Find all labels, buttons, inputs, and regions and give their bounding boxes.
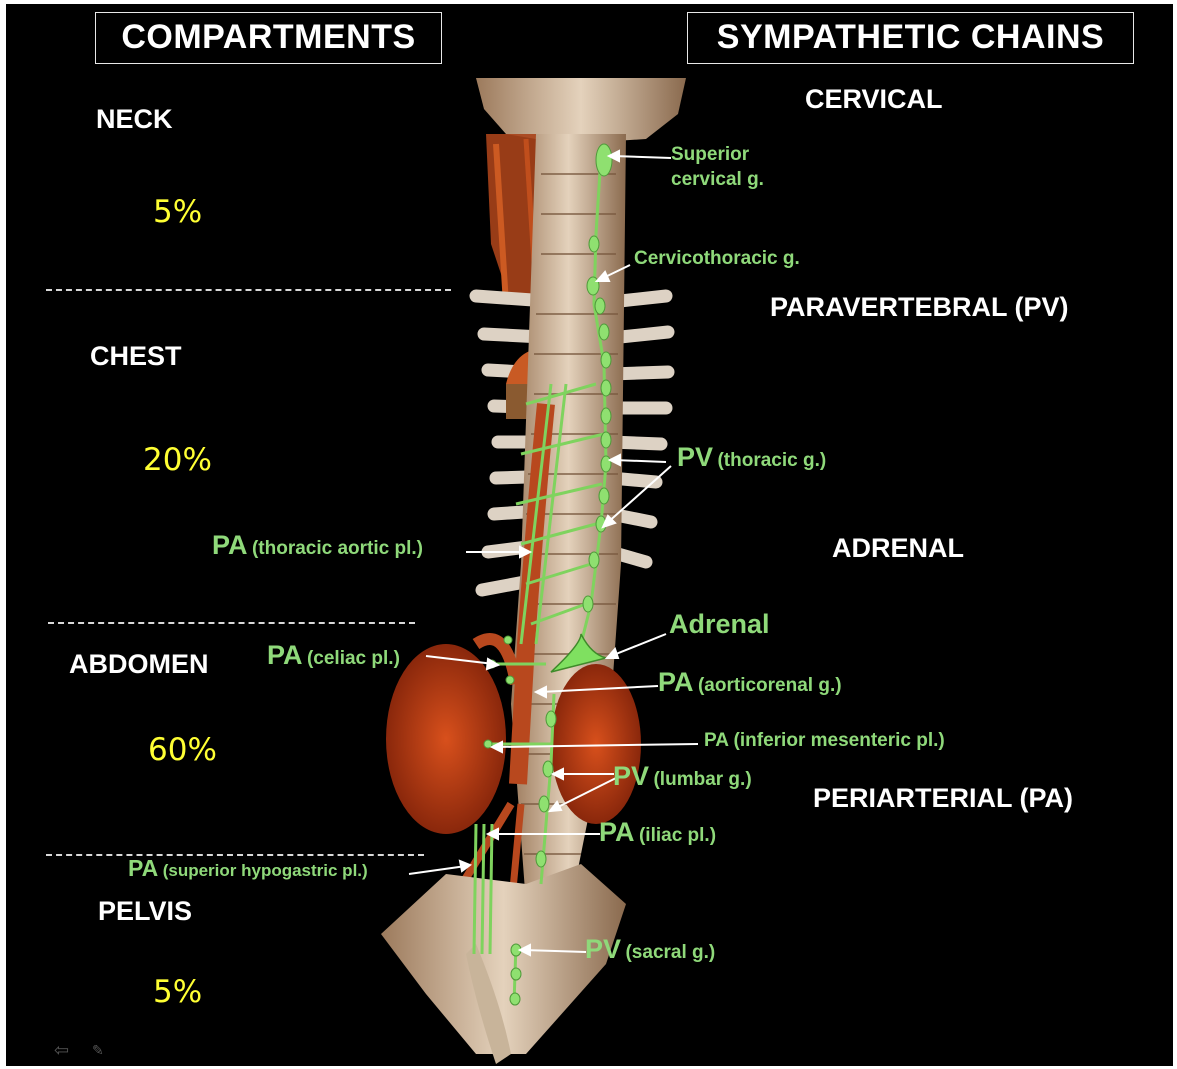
- chain-paravertebral: PARAVERTEBRAL (PV): [770, 292, 1069, 323]
- percent-abdomen: 60%: [148, 732, 217, 768]
- label-pa-celiac-pl: PA (celiac pl.): [267, 640, 400, 671]
- pen-icon[interactable]: ✎: [92, 1042, 104, 1059]
- compartment-neck: NECK: [96, 104, 173, 135]
- compartment-abdomen: ABDOMEN: [69, 649, 209, 680]
- label-pa-inferior-mesenteric-pl: PA (inferior mesenteric pl.): [704, 730, 945, 752]
- compartment-chest: CHEST: [90, 341, 182, 372]
- label-cervicothoracic-g: Cervicothoracic g.: [634, 248, 800, 270]
- divider-chest-abdomen: [48, 622, 415, 624]
- compartment-pelvis: PELVIS: [98, 896, 192, 927]
- label-pa-superior-hypogastric-pl: PA (superior hypogastric pl.): [128, 855, 368, 882]
- back-arrow-icon[interactable]: ⇦: [54, 1040, 69, 1061]
- label-pv-sacral-g: PV (sacral g.): [585, 934, 715, 965]
- divider-neck-chest: [46, 289, 451, 291]
- compartments-header: COMPARTMENTS: [95, 12, 442, 64]
- label-pa-thoracic-aortic-pl: PA (thoracic aortic pl.): [212, 530, 423, 561]
- label-superior-cervical-g: Superior cervical g.: [671, 142, 764, 192]
- chain-cervical: CERVICAL: [805, 84, 943, 115]
- percent-pelvis: 5%: [153, 974, 202, 1010]
- label-pa-iliac-pl: PA (iliac pl.): [599, 817, 716, 848]
- label-pv-lumbar-g: PV (lumbar g.): [613, 761, 752, 792]
- chain-periarterial: PERIARTERIAL (PA): [813, 783, 1073, 814]
- slide: COMPARTMENTS SYMPATHETIC CHAINS NECK 5% …: [6, 4, 1173, 1066]
- percent-neck: 5%: [153, 194, 202, 230]
- sympathetic-chains-header: SYMPATHETIC CHAINS: [687, 12, 1134, 64]
- left-kidney: [386, 644, 506, 834]
- percent-chest: 20%: [143, 442, 212, 478]
- label-pa-aorticorenal-g: PA (aorticorenal g.): [658, 667, 842, 698]
- chain-adrenal: ADRENAL: [832, 533, 964, 564]
- label-pv-thoracic-g: PV (thoracic g.): [677, 442, 826, 473]
- label-adrenal: Adrenal: [669, 609, 770, 640]
